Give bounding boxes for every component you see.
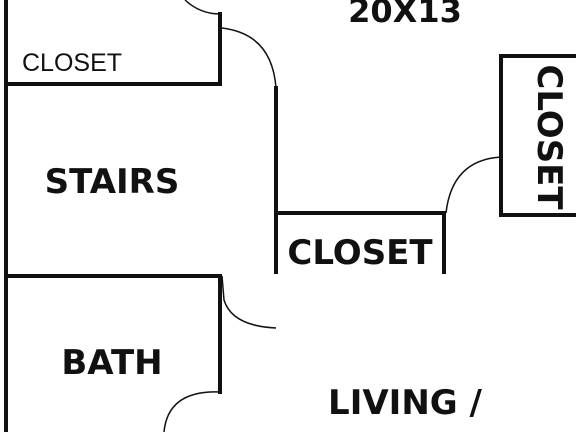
door-swing-bath <box>163 391 221 432</box>
bedroom-dims-label: 20X13 <box>348 0 462 30</box>
walls <box>4 0 576 432</box>
closet-label-right: CLOSET <box>529 64 569 210</box>
doors <box>163 0 502 432</box>
living-label: LIVING / <box>328 383 482 423</box>
bath-label: BATH <box>61 343 162 383</box>
stairs-label: STAIRS <box>45 162 180 202</box>
door-swing-right-closet <box>445 156 502 214</box>
labels: 20X13 CLOSET STAIRS CLOSET CLOSET BATH L… <box>22 0 569 423</box>
door-swing-lower <box>221 275 277 329</box>
door-swing-stairs <box>221 27 277 89</box>
door-swing-top-left <box>184 0 221 15</box>
closet-label-center: CLOSET <box>287 233 433 273</box>
closet-label-top-left: CLOSET <box>22 49 122 77</box>
